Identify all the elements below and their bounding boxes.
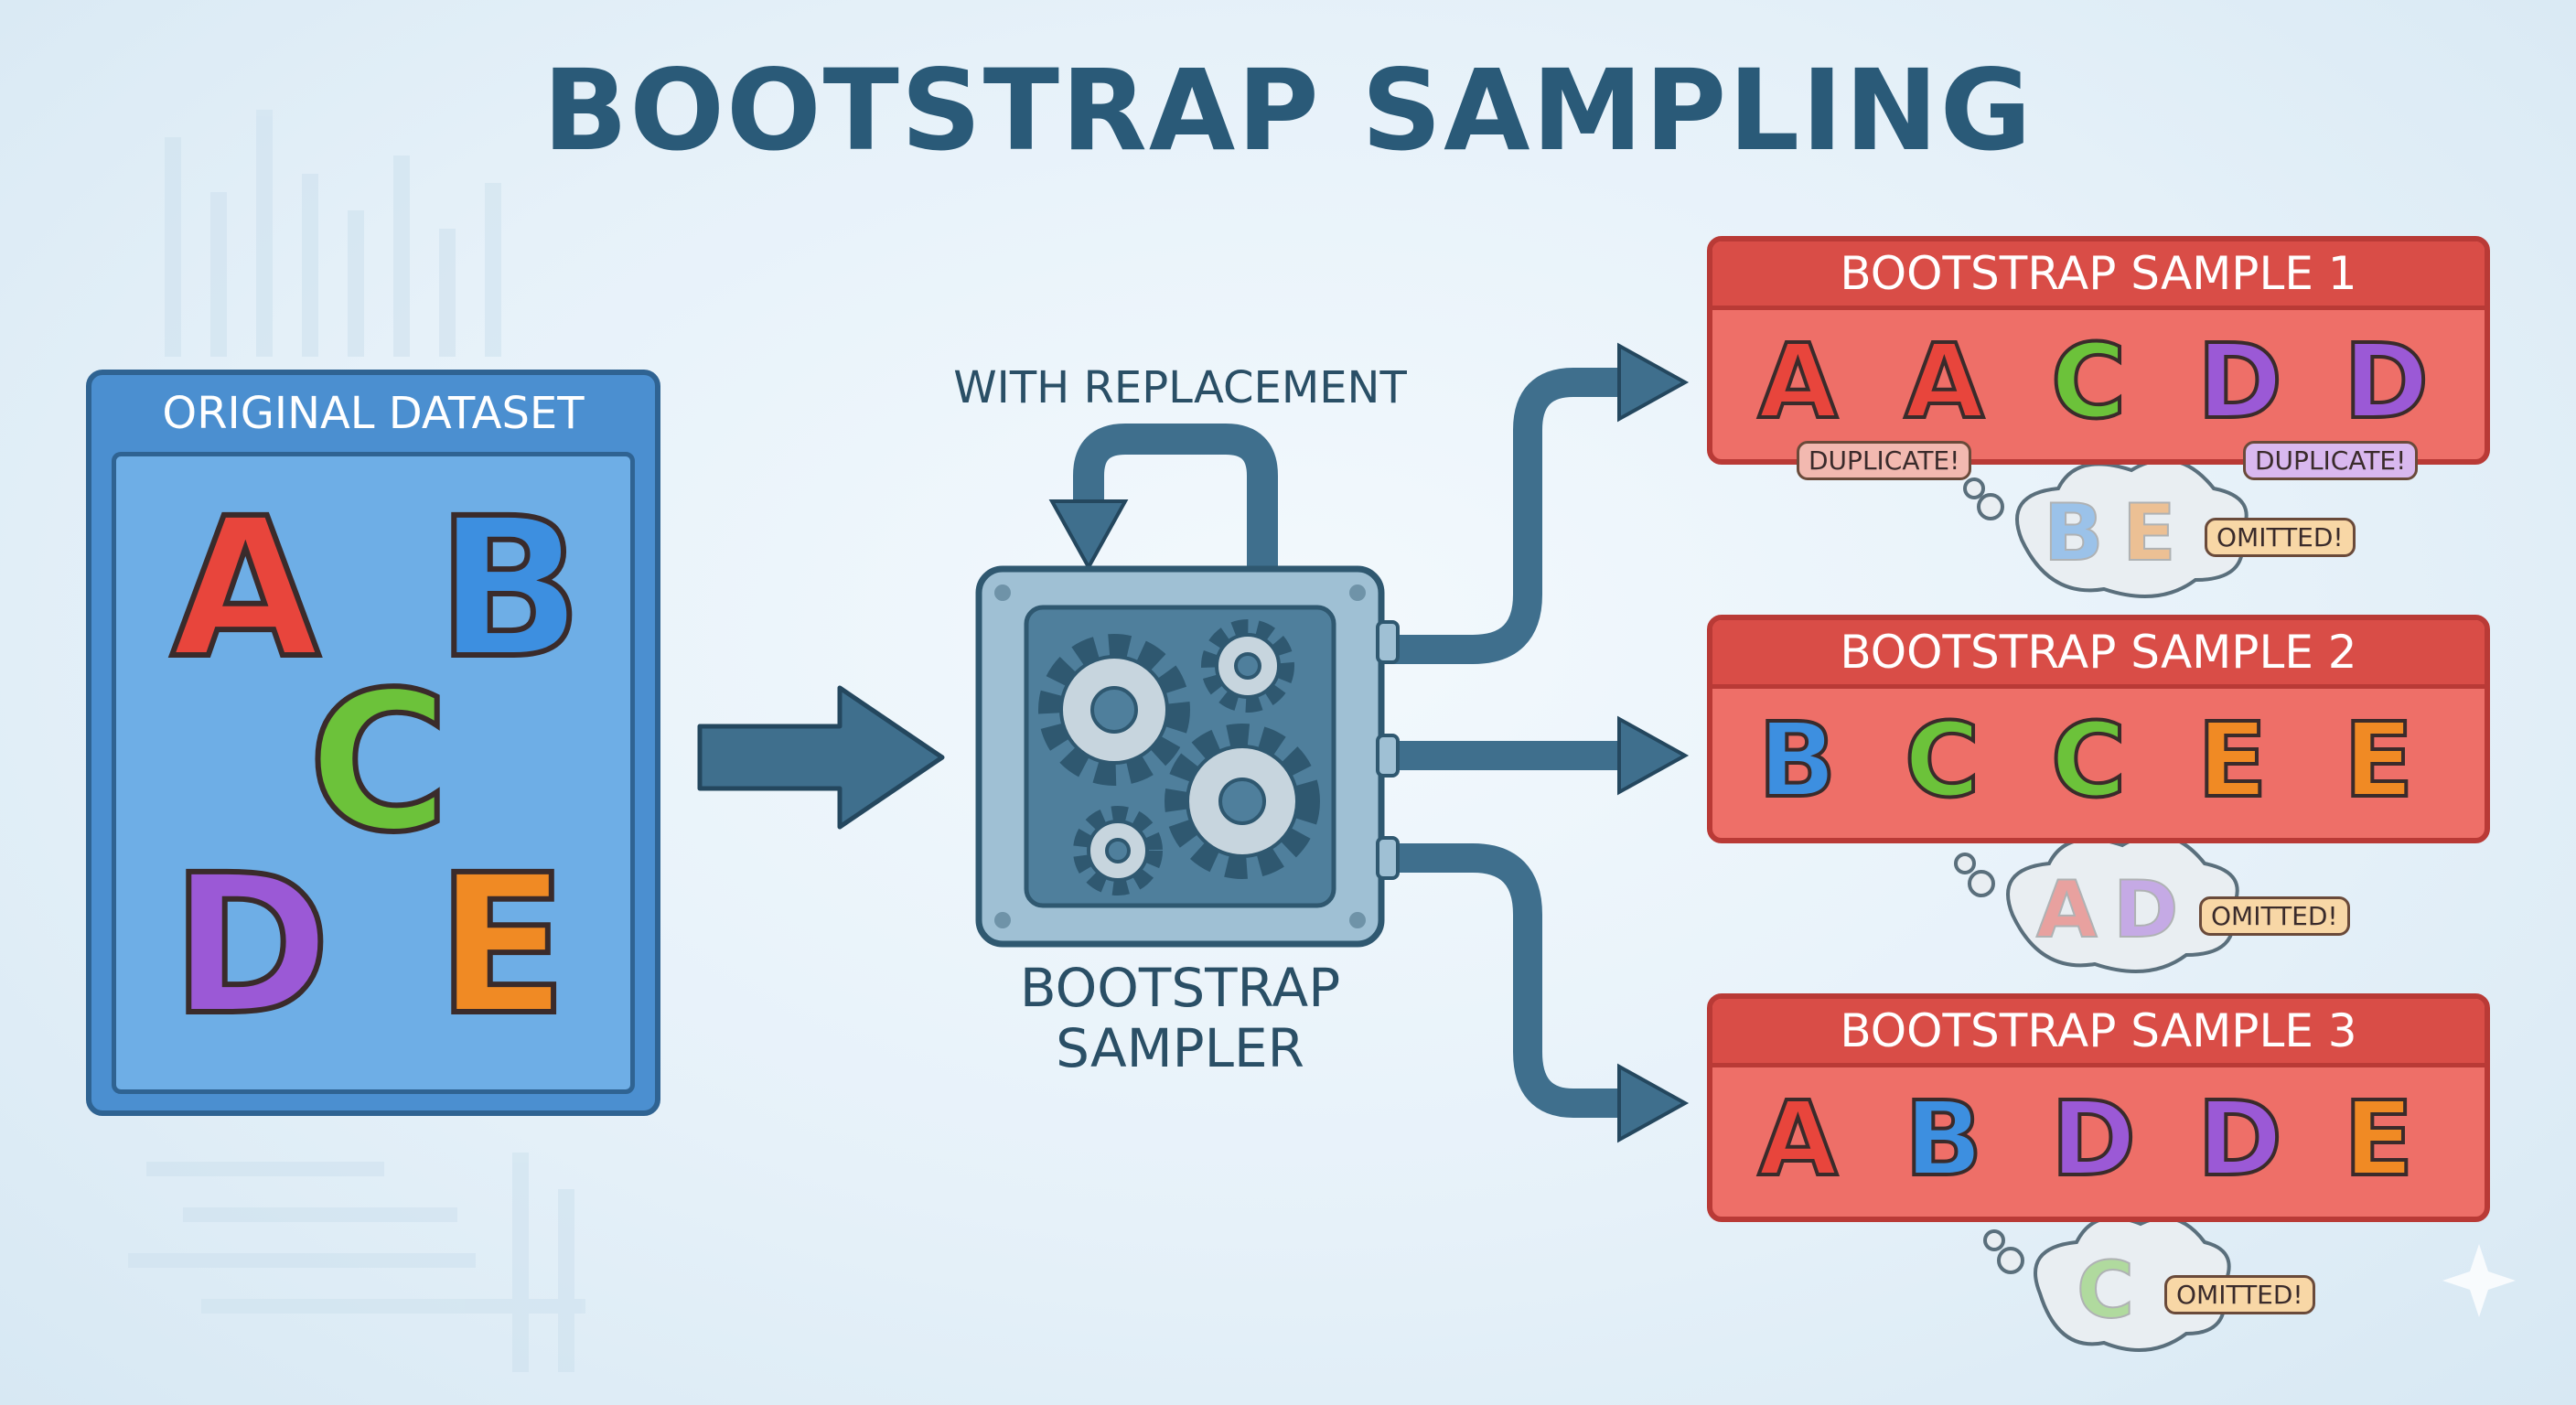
sample-2-letter: E bbox=[2342, 702, 2415, 820]
bootstrap-sample-2: BOOTSTRAP SAMPLE 2 B C C E E bbox=[1707, 615, 2490, 843]
omitted-badge: OMITTED! bbox=[2164, 1275, 2315, 1314]
sampler-label-line2: SAMPLER bbox=[1056, 1017, 1304, 1079]
sample-3-letter: E bbox=[2342, 1080, 2415, 1199]
original-dataset-title: ORIGINAL DATASET bbox=[162, 388, 585, 439]
sample-1-letter: A bbox=[1756, 323, 1840, 442]
output-arrow-1 bbox=[1381, 368, 1628, 664]
duplicate-badge: DUPLICATE! bbox=[2243, 441, 2419, 480]
gear-icons bbox=[1038, 619, 1320, 896]
letter-b: B bbox=[434, 477, 585, 701]
main-arrow bbox=[697, 685, 945, 830]
sampler-box bbox=[975, 565, 1400, 948]
sample-3-title: BOOTSTRAP SAMPLE 3 bbox=[1712, 999, 2485, 1067]
sample-1-letter: C bbox=[2049, 323, 2128, 442]
letter-d: D bbox=[168, 833, 333, 1057]
output-arrow-3 bbox=[1381, 843, 1628, 1118]
bootstrap-sample-1: BOOTSTRAP SAMPLE 1 A A C D D bbox=[1707, 236, 2490, 465]
replacement-loop-arrow bbox=[1073, 424, 1278, 567]
sample-2-letter: E bbox=[2195, 702, 2269, 820]
duplicate-badge: DUPLICATE! bbox=[1797, 441, 1972, 480]
original-dataset-content: A B C D E bbox=[112, 452, 635, 1094]
sample-2-letter: B bbox=[1756, 702, 1838, 820]
bootstrap-sample-3: BOOTSTRAP SAMPLE 3 A B D D E bbox=[1707, 993, 2490, 1222]
omitted-letter: A bbox=[2035, 864, 2098, 956]
sample-1-letter: D bbox=[2342, 323, 2431, 442]
sample-2-title: BOOTSTRAP SAMPLE 2 bbox=[1712, 620, 2485, 689]
letter-e: E bbox=[434, 833, 570, 1057]
sample-1-letter: D bbox=[2195, 323, 2284, 442]
sample-2-letter: C bbox=[1903, 702, 1981, 820]
omitted-clouds bbox=[1954, 457, 2249, 1352]
omitted-badge: OMITTED! bbox=[2205, 518, 2356, 557]
original-dataset-panel: ORIGINAL DATASET A B C D E bbox=[86, 370, 660, 1116]
sample-1-letter: A bbox=[1903, 323, 1986, 442]
omitted-badge: OMITTED! bbox=[2199, 896, 2350, 936]
omitted-letter: C bbox=[2076, 1245, 2135, 1336]
sample-3-letter: D bbox=[2049, 1080, 2138, 1199]
sample-3-letter: B bbox=[1903, 1080, 1984, 1199]
sampler-label-line1: BOOTSTRAP bbox=[1019, 957, 1341, 1019]
letter-a: A bbox=[168, 477, 323, 701]
sample-3-letter: D bbox=[2195, 1080, 2284, 1199]
sample-1-title: BOOTSTRAP SAMPLE 1 bbox=[1712, 241, 2485, 310]
with-replacement-label: WITH REPLACEMENT bbox=[953, 362, 1407, 413]
page-title: BOOTSTRAP SAMPLING bbox=[542, 46, 2034, 176]
sample-3-letter: A bbox=[1756, 1080, 1840, 1199]
omitted-letter: D bbox=[2112, 864, 2179, 956]
sample-2-letter: C bbox=[2049, 702, 2128, 820]
omitted-letter: E bbox=[2121, 488, 2177, 579]
omitted-letter: B bbox=[2043, 488, 2105, 579]
letter-c: C bbox=[306, 650, 452, 874]
